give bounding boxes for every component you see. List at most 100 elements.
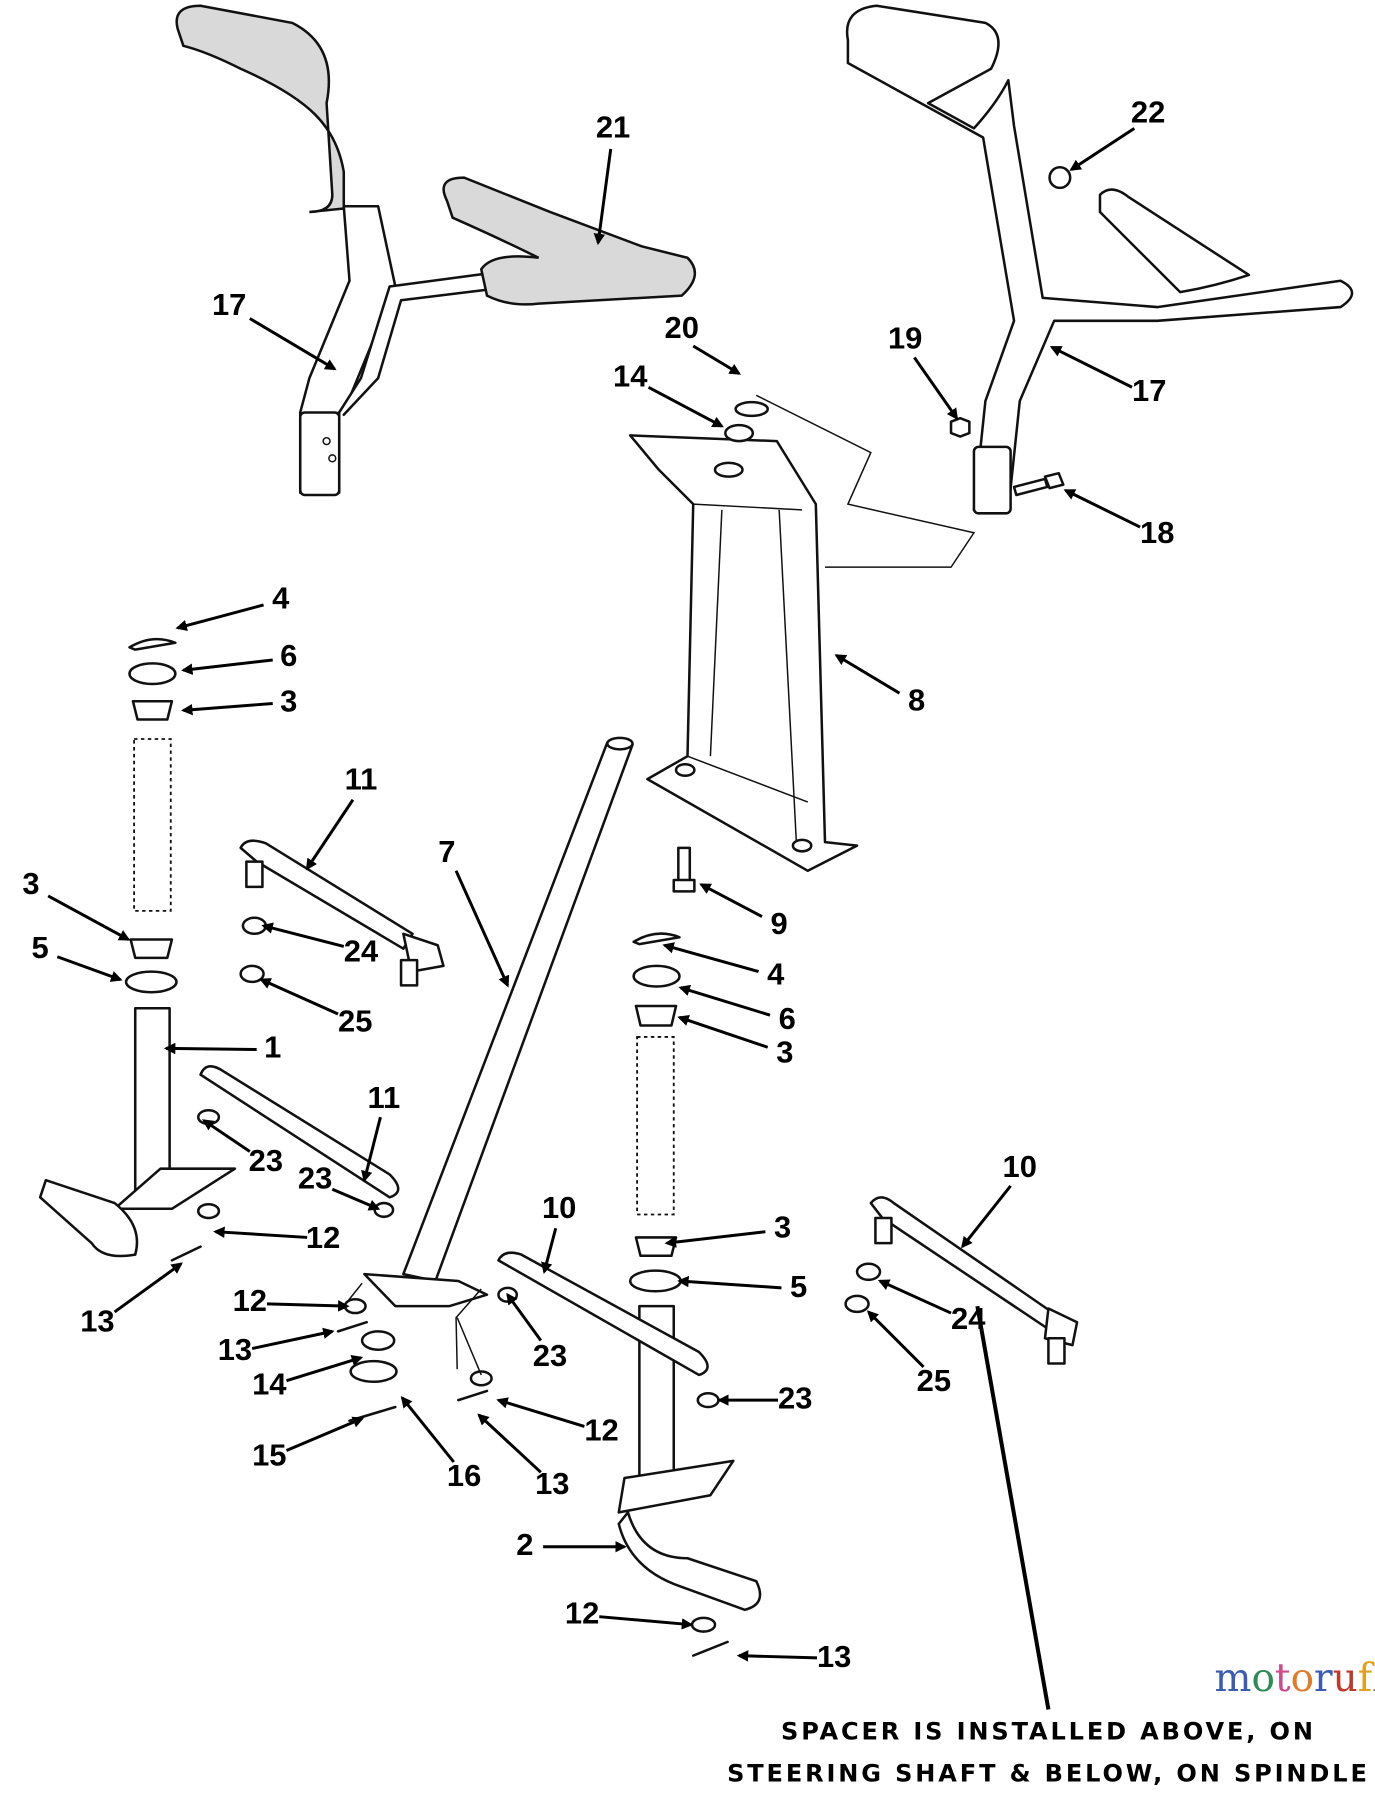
callout-arrow xyxy=(913,356,959,421)
bolt-part-18 xyxy=(1012,471,1065,497)
tie-rod-part-10-right xyxy=(844,1196,1079,1365)
callout-arrow xyxy=(1063,489,1141,529)
callout-arrow xyxy=(506,1292,543,1342)
callout-number-24: 24 xyxy=(951,1301,986,1336)
callout-number-12: 12 xyxy=(306,1220,340,1255)
callout-number-12: 12 xyxy=(233,1283,267,1318)
callout-number-4: 4 xyxy=(272,581,290,616)
callout-arrow xyxy=(113,1262,183,1314)
callout-arrow xyxy=(261,922,345,948)
callout-arrow xyxy=(266,1300,350,1312)
callout-number-25: 25 xyxy=(917,1363,951,1398)
callout-arrow xyxy=(678,984,771,1017)
callout-arrow xyxy=(331,1187,381,1211)
callout-number-15: 15 xyxy=(252,1438,286,1473)
callout-number-6: 6 xyxy=(779,1001,796,1036)
callout-number-13: 13 xyxy=(80,1304,114,1339)
callout-number-3: 3 xyxy=(774,1210,791,1245)
callout-arrow xyxy=(677,1014,769,1049)
washer-part-20 xyxy=(734,400,769,418)
foam-grip-right xyxy=(442,176,697,306)
callout-number-4: 4 xyxy=(767,956,785,991)
callout-arrow xyxy=(961,1184,1012,1249)
callout-number-7: 7 xyxy=(438,834,455,869)
callout-number-10: 10 xyxy=(542,1190,576,1225)
callout-arrow xyxy=(361,1116,382,1183)
callout-number-17: 17 xyxy=(212,287,246,322)
callout-arrow xyxy=(175,603,264,632)
foam-grip-left-upper xyxy=(175,4,346,214)
callout-number-13: 13 xyxy=(218,1332,252,1367)
callout-arrow xyxy=(286,1354,364,1383)
callout-arrow xyxy=(599,1615,694,1630)
callout-arrow xyxy=(249,317,337,371)
callout-number-11: 11 xyxy=(345,762,378,797)
cap-part-22 xyxy=(1048,166,1072,190)
callout-number-1: 1 xyxy=(264,1030,281,1065)
steering-wheel-left-part-17 xyxy=(175,4,697,497)
callout-number-13: 13 xyxy=(817,1639,851,1674)
callout-number-11: 11 xyxy=(368,1080,401,1115)
callout-number-3: 3 xyxy=(280,684,297,719)
callout-number-6: 6 xyxy=(280,638,297,673)
callout-arrow xyxy=(56,955,123,982)
steering-wheel-right-part-17 xyxy=(845,4,1354,515)
note-line-1: SPACER IS INSTALLED ABOVE, ON xyxy=(781,1717,1316,1745)
note-leader-line xyxy=(975,1305,1051,1710)
callout-number-18: 18 xyxy=(1140,515,1174,550)
callout-arrow xyxy=(677,1275,782,1290)
callout-arrow xyxy=(662,942,759,974)
callout-number-5: 5 xyxy=(32,930,49,965)
bracket-part-8 xyxy=(628,394,976,893)
callout-arrow xyxy=(1069,127,1136,171)
callout-number-13: 13 xyxy=(535,1466,569,1501)
callout-number-14: 14 xyxy=(252,1367,287,1402)
nut-part-19 xyxy=(949,416,971,438)
washer-part-14 xyxy=(724,423,755,443)
callout-number-9: 9 xyxy=(771,906,788,941)
callout-arrow xyxy=(305,798,355,871)
callout-arrow xyxy=(454,870,510,988)
callout-number-3: 3 xyxy=(22,866,39,901)
callout-number-25: 25 xyxy=(338,1003,372,1038)
callout-number-22: 22 xyxy=(1131,95,1165,130)
callout-number-5: 5 xyxy=(790,1269,807,1304)
callout-arrow xyxy=(692,344,742,375)
callout-arrow xyxy=(699,883,763,918)
callout-arrow xyxy=(400,1396,455,1463)
callout-number-20: 20 xyxy=(665,310,699,345)
callout-arrow xyxy=(213,1226,308,1239)
callout-number-24: 24 xyxy=(344,933,379,968)
callout-arrow xyxy=(202,1119,251,1153)
callout-number-10: 10 xyxy=(1003,1149,1037,1184)
callout-arrow xyxy=(736,1650,818,1662)
callout-number-17: 17 xyxy=(1132,373,1166,408)
callout-arrow xyxy=(47,894,131,941)
callout-arrow xyxy=(285,1416,365,1452)
callout-arrow xyxy=(647,385,724,428)
callout-arrow xyxy=(834,654,901,695)
callout-number-23: 23 xyxy=(533,1338,567,1373)
callout-arrow xyxy=(251,1327,335,1351)
steering-shaft-part-7 xyxy=(343,736,634,1370)
callout-number-2: 2 xyxy=(516,1527,533,1562)
callout-arrow xyxy=(477,1413,542,1474)
callout-arrow xyxy=(593,148,613,246)
callout-arrow xyxy=(496,1397,585,1428)
callout-arrow xyxy=(181,702,273,716)
callout-number-23: 23 xyxy=(298,1160,332,1195)
callout-arrow xyxy=(181,658,273,675)
note-line-2: STEERING SHAFT & BELOW, ON SPINDLE xyxy=(727,1760,1370,1788)
callout-arrow xyxy=(866,1310,925,1368)
spindle-left-part-1 xyxy=(38,637,400,1258)
callout-arrow xyxy=(1049,345,1133,389)
callout-arrow xyxy=(664,1230,766,1248)
callout-arrow xyxy=(877,1279,952,1315)
tie-rod-part-11-upper xyxy=(239,839,445,987)
callout-arrow xyxy=(541,1227,558,1275)
callout-number-16: 16 xyxy=(447,1458,481,1493)
callout-number-23: 23 xyxy=(249,1143,283,1178)
callout-number-12: 12 xyxy=(584,1412,618,1447)
